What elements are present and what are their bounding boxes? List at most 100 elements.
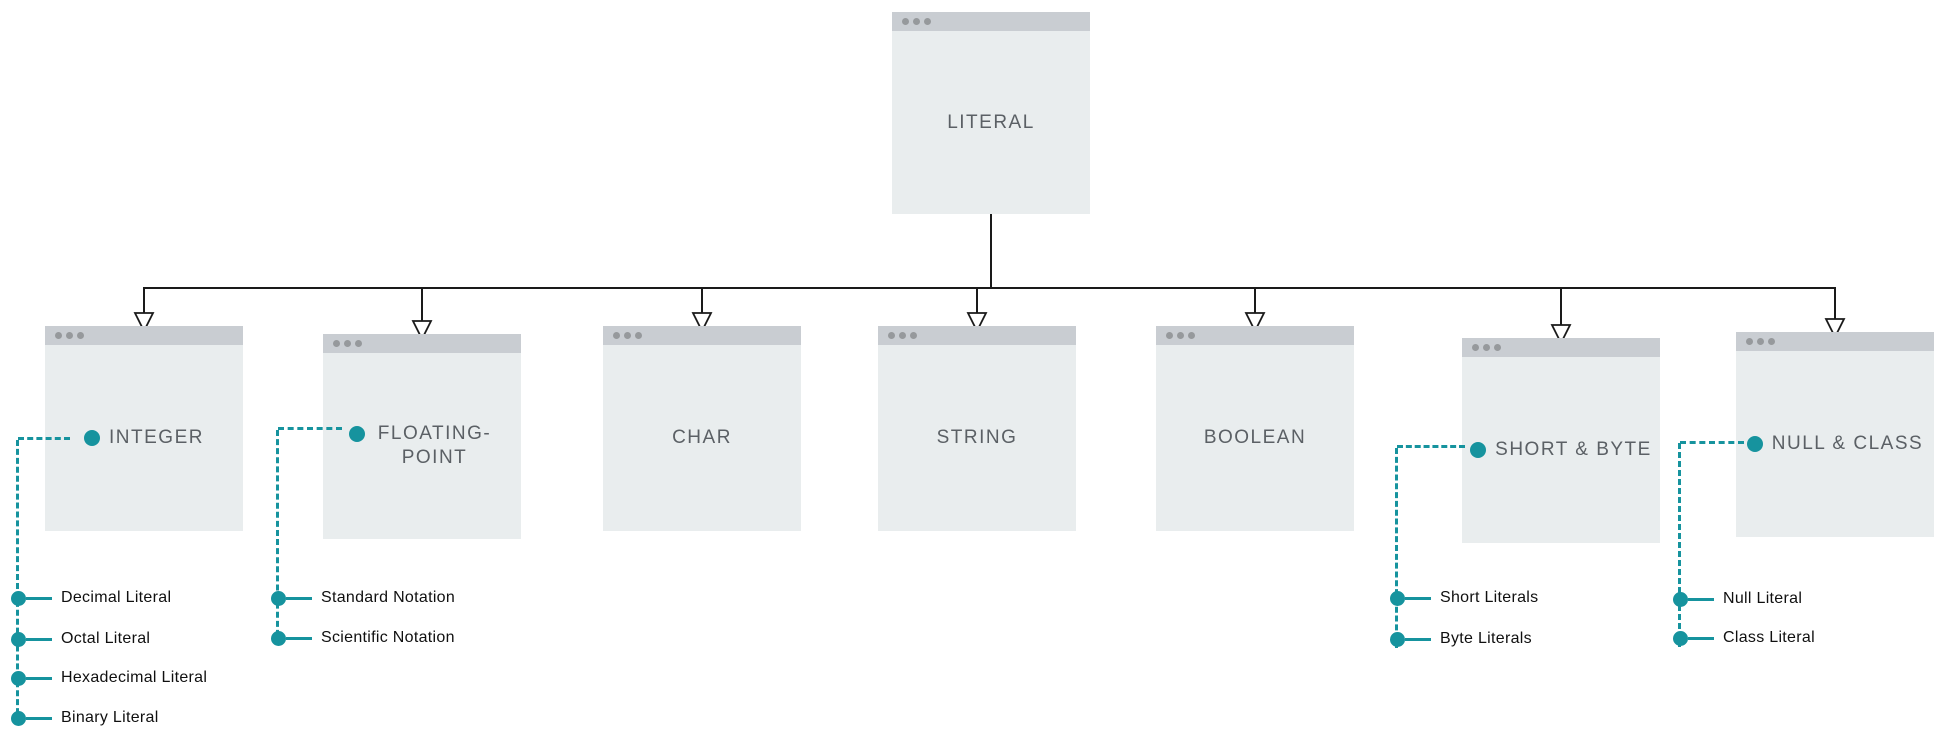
leaf-item: Byte Literals: [1390, 629, 1532, 649]
node-short-byte: SHORT & BYTE: [1462, 338, 1660, 543]
window-titlebar: [45, 326, 243, 345]
window-dot-icon: [1177, 332, 1184, 339]
leaf-bullet-icon: [11, 710, 26, 726]
node-label: INTEGER: [109, 427, 204, 448]
leaf-item: Octal Literal: [11, 629, 150, 649]
leaf-label: Byte Literals: [1440, 630, 1532, 647]
node-integer: INTEGER: [45, 326, 243, 531]
leaf-bullet-icon: [1390, 631, 1405, 647]
integer-branch-rail: [16, 440, 19, 723]
window-titlebar: [1462, 338, 1660, 357]
null-class-branch-connector: [1680, 441, 1744, 444]
node-label: BOOLEAN: [1203, 427, 1307, 448]
leaf-item: Class Literal: [1673, 628, 1815, 648]
leaf-bullet-icon: [1390, 590, 1405, 606]
window-dot-icon: [77, 332, 84, 339]
window-dot-icon: [635, 332, 642, 339]
short-byte-branch-rail: [1395, 448, 1398, 648]
leaf-item: Null Literal: [1673, 589, 1802, 609]
leaf-item: Binary Literal: [11, 708, 159, 728]
window-dot-icon: [1768, 338, 1775, 345]
leaf-bullet-icon: [11, 590, 26, 606]
floating-branch-rail: [276, 430, 279, 645]
leaf-item: Scientific Notation: [271, 628, 455, 648]
leaf-connector: [286, 596, 312, 600]
node-bullet-icon: [84, 430, 101, 446]
window-dot-icon: [66, 332, 73, 339]
node-bullet-icon: [1746, 436, 1763, 452]
window-dot-icon: [333, 340, 340, 347]
window-titlebar: [603, 326, 801, 345]
window-dot-icon: [1188, 332, 1195, 339]
leaf-label: Class Literal: [1723, 629, 1815, 646]
window-dot-icon: [899, 332, 906, 339]
leaf-connector: [1405, 596, 1431, 600]
window-dot-icon: [902, 18, 909, 25]
node-null-class: NULL & CLASS: [1736, 332, 1934, 537]
node-label: SHORT & BYTE: [1495, 439, 1652, 460]
node-label: NULL & CLASS: [1771, 433, 1924, 454]
leaf-item: Hexadecimal Literal: [11, 668, 207, 688]
node-char: CHAR: [603, 326, 801, 531]
leaf-connector: [1688, 636, 1714, 640]
leaf-bullet-icon: [271, 630, 286, 646]
window-titlebar: [1156, 326, 1354, 345]
leaf-label: Standard Notation: [321, 589, 456, 606]
leaf-item: Short Literals: [1390, 588, 1538, 608]
node-label: STRING: [936, 427, 1018, 448]
node-literal: LITERAL: [892, 12, 1090, 214]
node-label: FLOATING-POINT: [377, 423, 492, 468]
leaf-connector: [26, 716, 52, 720]
leaf-bullet-icon: [11, 670, 26, 686]
node-label: LITERAL: [947, 111, 1035, 133]
window-dot-icon: [924, 18, 931, 25]
integer-branch-connector: [18, 437, 70, 440]
floating-branch-connector: [278, 427, 342, 430]
leaf-bullet-icon: [1673, 630, 1688, 646]
window-titlebar: [878, 326, 1076, 345]
leaf-connector: [286, 636, 312, 640]
window-titlebar: [323, 334, 521, 353]
window-dot-icon: [910, 332, 917, 339]
window-dot-icon: [613, 332, 620, 339]
window-dot-icon: [55, 332, 62, 339]
leaf-label: Short Literals: [1440, 589, 1539, 606]
leaf-label: Decimal Literal: [61, 589, 172, 606]
leaf-connector: [1405, 637, 1431, 641]
window-dot-icon: [1757, 338, 1764, 345]
node-bullet-icon: [348, 426, 365, 442]
window-titlebar: [892, 12, 1090, 31]
node-bullet-icon: [1470, 442, 1487, 458]
leaf-item: Standard Notation: [271, 588, 455, 608]
leaf-bullet-icon: [271, 590, 286, 606]
leaf-bullet-icon: [11, 631, 26, 647]
leaf-label: Hexadecimal Literal: [61, 669, 208, 686]
node-string: STRING: [878, 326, 1076, 531]
leaf-connector: [26, 596, 52, 600]
leaf-item: Decimal Literal: [11, 588, 171, 608]
window-dot-icon: [624, 332, 631, 339]
leaf-label: Scientific Notation: [321, 629, 455, 646]
leaf-bullet-icon: [1673, 591, 1688, 607]
window-dot-icon: [1166, 332, 1173, 339]
window-dot-icon: [1746, 338, 1753, 345]
window-dot-icon: [355, 340, 362, 347]
null-class-branch-rail: [1678, 443, 1681, 647]
window-dot-icon: [1472, 344, 1479, 351]
window-dot-icon: [1483, 344, 1490, 351]
leaf-connector: [26, 676, 52, 680]
node-boolean: BOOLEAN: [1156, 326, 1354, 531]
leaf-label: Binary Literal: [61, 709, 159, 726]
window-dot-icon: [344, 340, 351, 347]
short-byte-branch-connector: [1397, 445, 1465, 448]
window-dot-icon: [1494, 344, 1501, 351]
window-titlebar: [1736, 332, 1934, 351]
leaf-connector: [1688, 597, 1714, 601]
window-dot-icon: [888, 332, 895, 339]
leaf-connector: [26, 637, 52, 641]
node-label: CHAR: [672, 427, 732, 448]
leaf-label: Null Literal: [1723, 590, 1803, 607]
window-dot-icon: [913, 18, 920, 25]
node-floating-point: FLOATING-POINT: [323, 334, 521, 539]
